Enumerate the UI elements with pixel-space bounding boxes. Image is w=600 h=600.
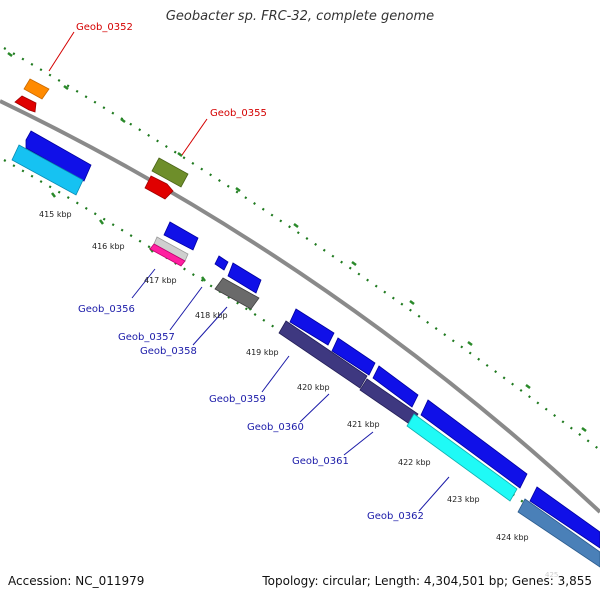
tick-label-421: 421 kbp [347, 420, 380, 429]
gene-blue-arrow-8[interactable] [420, 399, 528, 489]
gene-label-geob-0355[interactable]: Geob_0355 [210, 108, 267, 119]
gene-geob-0357-feature[interactable] [149, 243, 186, 267]
tick-label-422: 422 kbp [398, 458, 431, 467]
outer-dash-ticks [7, 52, 587, 432]
gene-label-geob-0352[interactable]: Geob_0352 [76, 22, 133, 33]
genome-summary-text: Topology: circular; Length: 4,304,501 bp… [262, 574, 592, 588]
genome-backbone [0, 99, 600, 514]
gene-label-geob-0362[interactable]: Geob_0362 [367, 511, 424, 522]
tick-label-424: 424 kbp [496, 533, 529, 542]
tick-label-415: 415 kbp [39, 210, 72, 219]
tick-label-418: 418 kbp [195, 311, 228, 320]
gene-label-geob-0360[interactable]: Geob_0360 [247, 422, 304, 433]
gene-blue-arrow-4[interactable] [227, 262, 262, 294]
tick-labels: 415 kbp 416 kbp 417 kbp 418 kbp 419 kbp … [39, 210, 558, 579]
tick-label-417: 417 kbp [144, 276, 177, 285]
gene-blue-arrow-3[interactable] [214, 255, 229, 271]
gene-blue-arrow-6[interactable] [331, 337, 376, 376]
gene-geob-0355-feature[interactable] [151, 157, 189, 188]
gene-label-geob-0356[interactable]: Geob_0356 [78, 304, 135, 315]
gene-geob-0362-feature[interactable] [517, 498, 600, 568]
gene-label-geob-0359[interactable]: Geob_0359 [209, 394, 266, 405]
gene-red-arrow-1[interactable] [14, 95, 37, 113]
tick-label-423: 423 kbp [447, 495, 480, 504]
gene-geob-0361-feature[interactable] [406, 413, 518, 502]
tick-label-419: 419 kbp [246, 348, 279, 357]
minus-strand-features [11, 144, 600, 568]
gene-blue-arrow-7[interactable] [372, 365, 419, 408]
inner-dash-ticks [51, 192, 544, 524]
plus-strand-features [14, 78, 600, 549]
tick-label-416: 416 kbp [92, 242, 125, 251]
label-leader-lines [48, 31, 450, 512]
gene-label-geob-0357[interactable]: Geob_0357 [118, 332, 175, 343]
gene-blue-arrow-5[interactable] [289, 308, 335, 346]
gene-geob-0359-feature[interactable] [278, 320, 368, 389]
gene-cyan-block-1[interactable] [11, 144, 84, 196]
map-title: Geobacter sp. FRC-32, complete genome [165, 9, 435, 24]
gene-labels: Geob_0352 Geob_0355 Geob_0356 Geob_0357 … [76, 22, 424, 522]
gene-blue-arrow-2[interactable] [163, 221, 199, 251]
accession-text: Accession: NC_011979 [8, 574, 145, 588]
gene-blue-arrow-9[interactable] [529, 486, 600, 549]
gene-label-geob-0361[interactable]: Geob_0361 [292, 456, 349, 467]
tick-label-420: 420 kbp [297, 383, 330, 392]
gene-geob-0358-feature[interactable] [214, 277, 260, 310]
tick-label-425: 425 [545, 571, 558, 579]
gene-red-arrow-2[interactable] [144, 175, 174, 200]
gene-geob-0352-feature[interactable] [23, 78, 50, 100]
gene-label-geob-0358[interactable]: Geob_0358 [140, 346, 197, 357]
